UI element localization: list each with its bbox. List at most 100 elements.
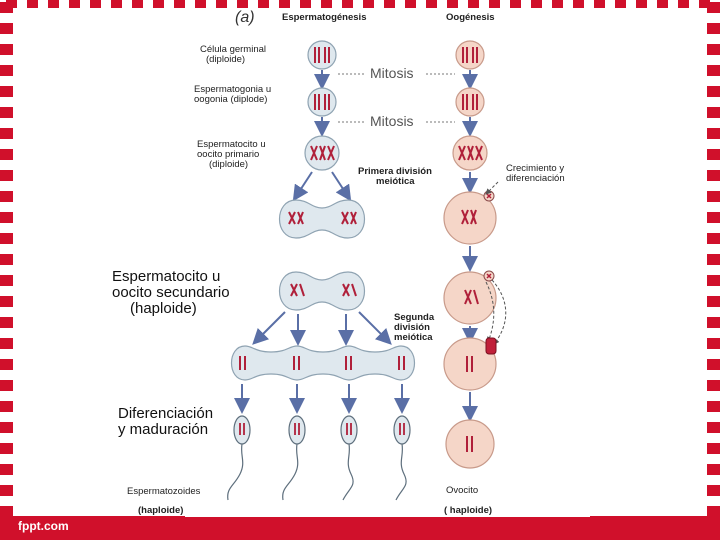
sperm-ploidy-label: (haploide) <box>138 505 184 516</box>
frame-block <box>384 0 395 8</box>
secondary-spermatocytes <box>278 271 366 311</box>
frame-block <box>707 443 720 454</box>
secondary-oocyte <box>443 270 497 325</box>
frame-block <box>0 170 13 181</box>
arrow-meiosis1-left <box>292 171 313 202</box>
arrow-meiosis2-4 <box>358 311 392 345</box>
frame-block <box>707 212 720 223</box>
ovum-output-label: Ovocito <box>446 485 479 496</box>
frame-block <box>707 44 720 55</box>
frame-left-pattern <box>0 2 13 517</box>
frame-block <box>707 128 720 139</box>
frame-block <box>707 275 720 286</box>
frame-block <box>111 0 122 8</box>
frame-right <box>707 2 720 517</box>
spermatozoon-4 <box>393 415 411 501</box>
frame-block <box>707 149 720 160</box>
spermatids-row <box>231 345 415 381</box>
column-title-oogenesis: Oogénesis <box>446 12 495 23</box>
frame-block <box>153 0 164 8</box>
frame-top-pattern <box>6 0 710 8</box>
frame-block <box>0 86 13 97</box>
frame-block <box>0 212 13 223</box>
frame-block <box>0 422 13 433</box>
polar-bodies <box>485 337 497 355</box>
frame-block <box>707 380 720 391</box>
frame-left <box>0 2 13 517</box>
frame-block <box>707 359 720 370</box>
ootid <box>443 337 497 391</box>
frame-top <box>6 0 710 8</box>
frame-block <box>678 0 689 8</box>
frame-block <box>363 0 374 8</box>
arrow-meiosis2-1 <box>252 311 286 345</box>
arrow-meiosis1-right <box>331 171 352 202</box>
frame-block <box>426 0 437 8</box>
frame-block <box>0 44 13 55</box>
frame-block <box>707 422 720 433</box>
frame-block <box>707 107 720 118</box>
frame-block <box>489 0 500 8</box>
dividing-primary-spermatocyte <box>278 199 366 239</box>
spermatozoon-2 <box>282 415 306 501</box>
frame-block <box>707 86 720 97</box>
mitosis-2-label: Mitosis <box>370 113 414 129</box>
frame-block <box>0 254 13 265</box>
frame-right-pattern <box>707 2 720 517</box>
frame-block <box>707 338 720 349</box>
frame-block <box>0 464 13 475</box>
frame-block <box>132 0 143 8</box>
primary-oocyte-large <box>443 190 497 245</box>
frame-block <box>707 401 720 412</box>
frame-block <box>531 0 542 8</box>
watermark: fppt.com <box>18 519 69 533</box>
frame-block <box>300 0 311 8</box>
spermatogonium-cell-2 <box>307 87 337 117</box>
frame-block <box>657 0 668 8</box>
frame-block <box>707 23 720 34</box>
frame-block <box>216 0 227 8</box>
frame-block <box>0 485 13 496</box>
primary-oocyte-small <box>452 135 488 171</box>
frame-block <box>707 485 720 496</box>
frame-block <box>0 296 13 307</box>
frame-block <box>174 0 185 8</box>
oogonium-cell-1 <box>455 40 485 70</box>
spermatozoon-1 <box>227 415 251 501</box>
frame-block <box>707 2 720 13</box>
frame-block <box>195 0 206 8</box>
spermatozoon-3 <box>340 415 358 501</box>
germ-cell-label: Célula germinal(diploide) <box>200 44 267 65</box>
sperm-output-label: Espermatozoides <box>127 486 201 497</box>
frame-block <box>0 443 13 454</box>
growth-arrow <box>485 181 499 195</box>
oogonium-cell-2 <box>455 87 485 117</box>
frame-block <box>321 0 332 8</box>
frame-block <box>0 149 13 160</box>
frame-block <box>0 65 13 76</box>
ovum-cell <box>445 419 495 469</box>
spermatogonium-cell-1 <box>307 40 337 70</box>
frame-block <box>468 0 479 8</box>
frame-block <box>0 359 13 370</box>
frame-block <box>707 317 720 328</box>
frame-block <box>707 191 720 202</box>
column-title-spermatogenesis: Espermatogénesis <box>282 12 367 23</box>
frame-block <box>707 296 720 307</box>
frame-block <box>594 0 605 8</box>
frame-block <box>0 380 13 391</box>
frame-block <box>707 65 720 76</box>
frame-block <box>0 401 13 412</box>
frame-block <box>0 23 13 34</box>
frame-block <box>27 0 38 8</box>
frame-block <box>510 0 521 8</box>
frame-block <box>237 0 248 8</box>
polar-body-path-1 <box>491 279 507 345</box>
frame-block <box>0 191 13 202</box>
